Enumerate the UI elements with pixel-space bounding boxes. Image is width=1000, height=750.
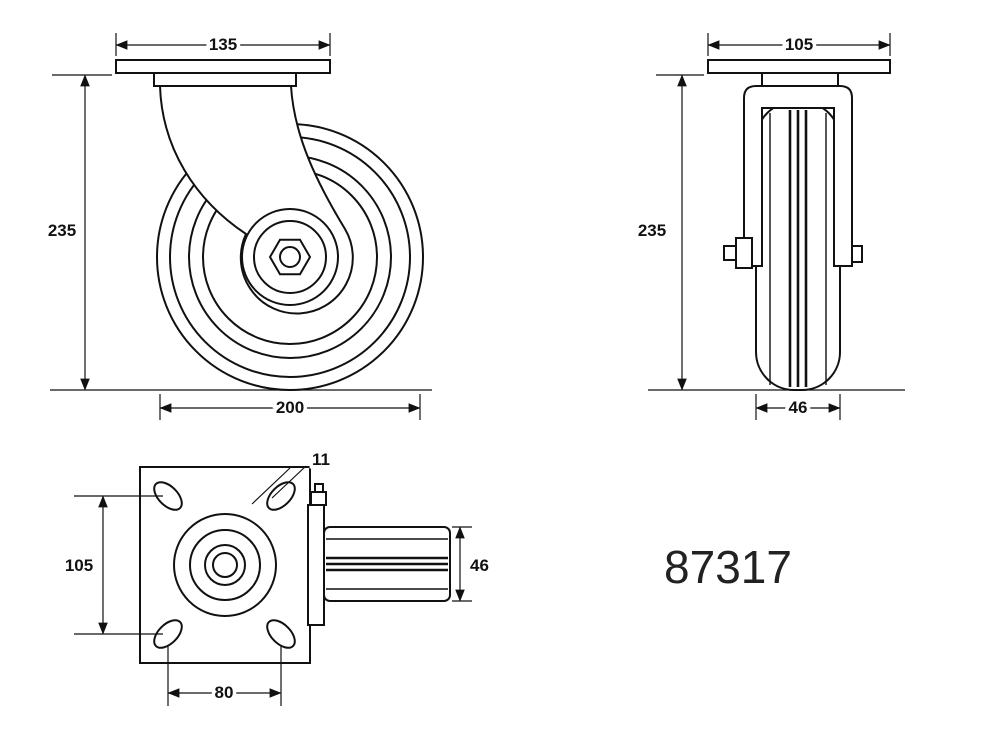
dimension-label: 105 [65,556,93,575]
dimension-label: 135 [209,35,237,54]
top-bolt-slot [153,619,183,649]
side-fork [743,85,853,267]
dimension-label: 105 [785,35,813,54]
side-view: 105 235 46 [634,32,905,421]
top-view: 11 105 80 46 [61,447,492,706]
front-view: 135 235 200 [44,32,432,421]
part-number: 87317 [664,541,792,593]
front-hub-inner-circle [253,220,327,294]
top-swivel-race-circle [173,513,277,617]
top-fork-leg [307,504,325,626]
top-kingpin-inner-circle [212,552,238,578]
front-axle-circle [279,246,301,268]
top-bolt-slot [266,481,296,511]
dimension-label: 46 [789,398,808,417]
top-dim-hole-spacing-horizontal: 80 [167,646,282,706]
dimension-label: 235 [638,221,666,240]
top-dim-hole-spacing-vertical: 105 [61,495,163,635]
front-top-plate [115,59,331,74]
top-bolt-slot [153,481,183,511]
side-top-plate [707,59,891,74]
top-axle-bolt-head [314,483,324,493]
top-swivel-mid-circle [189,529,261,601]
front-axle-hex-nut [268,238,312,276]
top-kingpin-circle [204,544,246,586]
front-dim-plate-width: 135 [115,32,331,58]
side-axle-bolt-head [723,245,737,261]
dimension-label: 46 [470,556,489,575]
side-dim-wheel-width: 46 [755,394,841,421]
dimension-label: 235 [48,221,76,240]
top-bolt-slot [266,619,296,649]
side-dim-plate-depth: 105 [707,32,891,58]
dimension-label: 80 [215,683,234,702]
top-dim-hole-diameter: 11 [251,447,333,505]
front-dim-overall-height: 235 [44,74,112,391]
top-mounting-plate [139,466,311,664]
front-dim-wheel-diameter: 200 [159,394,421,421]
side-axle-bolt-washer [735,237,753,269]
side-axle-nut [851,245,863,263]
dimension-label: 200 [276,398,304,417]
leader-line [251,467,291,505]
dimension-label: 11 [312,450,330,469]
side-dim-overall-height: 235 [634,74,704,391]
side-swivel-raceway [761,72,839,87]
front-swivel-raceway [153,72,297,87]
top-axle-bolt-washer [310,491,327,506]
leader-line [271,465,307,499]
top-dim-wheel-width: 46 [452,526,492,602]
